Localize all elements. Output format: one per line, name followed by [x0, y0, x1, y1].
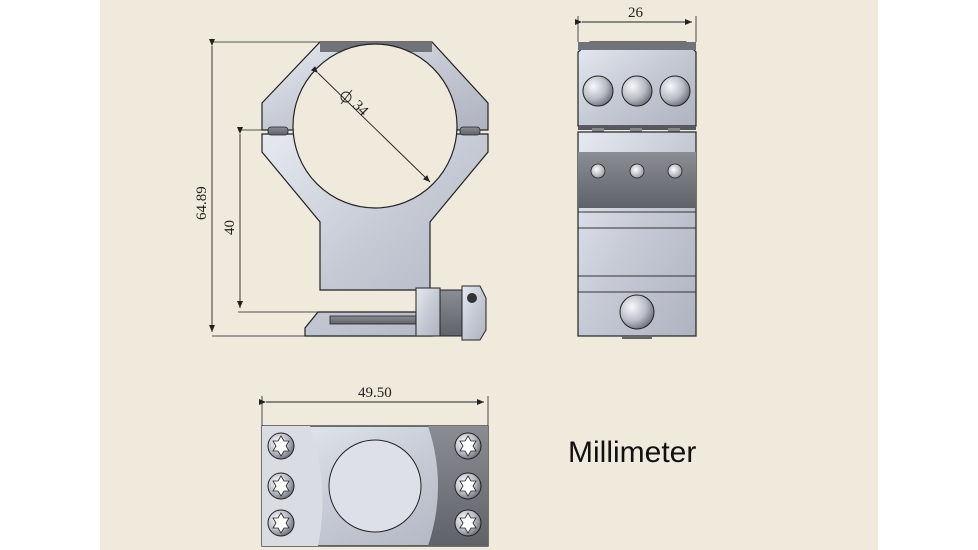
- side-view: 26: [575, 5, 697, 339]
- center-height-label: 40: [222, 220, 238, 235]
- top-length-label: 49.50: [358, 385, 392, 401]
- diameter-symbol: [340, 91, 352, 103]
- overall-height-label: 64.89: [194, 186, 210, 220]
- front-view: 34 64.89 40: [194, 39, 489, 341]
- side-width-label: 26: [628, 5, 644, 21]
- ring-bore: [292, 43, 458, 209]
- top-view: 49.50: [259, 385, 489, 547]
- top-screw-1: [582, 75, 614, 107]
- units-label: Millimeter: [568, 436, 697, 469]
- drawing-sheet: [100, 0, 878, 550]
- bolt-nut: [439, 289, 463, 337]
- top-screw-2: [621, 75, 653, 107]
- bolt-head: [619, 294, 655, 330]
- torx-screws-left: [267, 432, 295, 537]
- top-screw-3: [659, 75, 691, 107]
- torx-screws-right: [454, 432, 482, 537]
- top-view-bore: [328, 439, 422, 533]
